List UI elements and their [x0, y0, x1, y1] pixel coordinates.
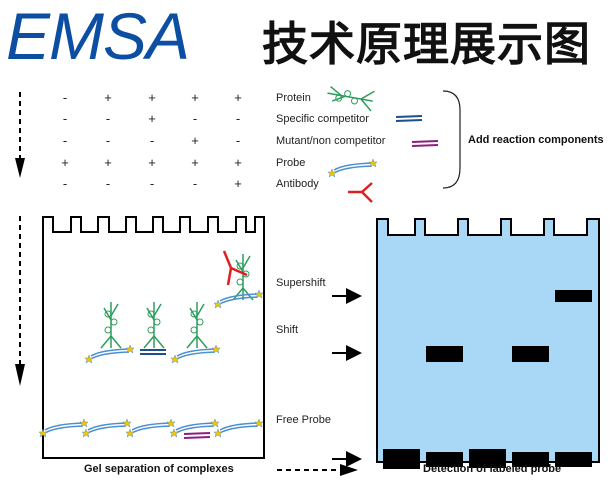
- shift-complexes-left: [84, 301, 221, 364]
- component-label: Mutant/non competitor: [276, 135, 386, 147]
- gel-right: [376, 218, 600, 463]
- band-free-lane1: [383, 449, 420, 469]
- lane-4-probe-value: +: [191, 155, 199, 170]
- lane-1-protein-value: -: [62, 90, 68, 105]
- lane-5-specific-competitor-value: -: [235, 111, 241, 126]
- lane-1-probe-value: +: [61, 155, 69, 170]
- lane-3-antibody-value: -: [149, 176, 155, 191]
- lane-2-antibody-value: -: [105, 176, 111, 191]
- band-shift-lane4: [512, 346, 549, 362]
- bands: [383, 290, 592, 469]
- probe-icon: [327, 158, 378, 178]
- shift-label: Shift: [276, 324, 299, 336]
- lane-2-probe-value: +: [104, 155, 112, 170]
- band-free-lane3: [469, 449, 506, 468]
- supershift-label: Supershift: [276, 277, 326, 289]
- title-chinese: 技术原理展示图: [262, 17, 591, 71]
- component-label: Antibody: [276, 178, 319, 190]
- lane-1-specific-competitor-value: -: [62, 111, 68, 126]
- lane-3-specific-competitor-value: +: [148, 111, 156, 126]
- lane-4-specific-competitor-value: -: [192, 111, 198, 126]
- caption-left: Gel separation of complexes: [84, 463, 234, 475]
- lane-5-mutant-competitor-value: -: [235, 133, 241, 148]
- mutant-competitor-icon: [411, 140, 439, 147]
- component-label: Protein: [276, 92, 311, 104]
- lane-3-mutant-competitor-value: -: [149, 133, 155, 148]
- free-probe-label: Free Probe: [276, 414, 332, 426]
- lane-2-protein-value: +: [104, 90, 112, 105]
- lane-4-protein-value: +: [191, 90, 199, 105]
- lane-3-probe-value: +: [148, 155, 156, 170]
- free-probes-left: [38, 418, 264, 439]
- component-label: Specific competitor: [276, 113, 369, 125]
- add-reaction-label: Add reaction components: [468, 134, 604, 146]
- band-free-lane5: [555, 452, 592, 467]
- caption-right: Detection of labeled probe: [423, 463, 562, 475]
- lane-3-protein-value: +: [148, 90, 156, 105]
- band-shift-lane2: [426, 346, 463, 362]
- lane-5-probe-value: +: [234, 155, 242, 170]
- lane-2-mutant-competitor-value: -: [105, 133, 111, 148]
- lane-5-protein-value: +: [234, 90, 242, 105]
- supershift-complex-left: [213, 250, 264, 309]
- lane-1-mutant-competitor-value: -: [62, 133, 68, 148]
- brace: [442, 90, 461, 189]
- band-supershift-lane5: [555, 290, 592, 302]
- lane-1-antibody-value: -: [62, 176, 68, 191]
- lane-2-specific-competitor-value: -: [105, 111, 111, 126]
- antibody-icon: [348, 182, 373, 203]
- component-label: Probe: [276, 157, 306, 169]
- title-emsa: EMSA: [6, 0, 190, 73]
- band-free-lane4: [512, 452, 549, 467]
- specific-competitor-icon: [395, 115, 423, 122]
- band-free-lane2: [426, 452, 463, 467]
- protein-icon: [324, 82, 376, 112]
- lane-5-antibody-value: +: [234, 176, 242, 191]
- lane-4-mutant-competitor-value: +: [191, 133, 199, 148]
- lane-4-antibody-value: -: [192, 176, 198, 191]
